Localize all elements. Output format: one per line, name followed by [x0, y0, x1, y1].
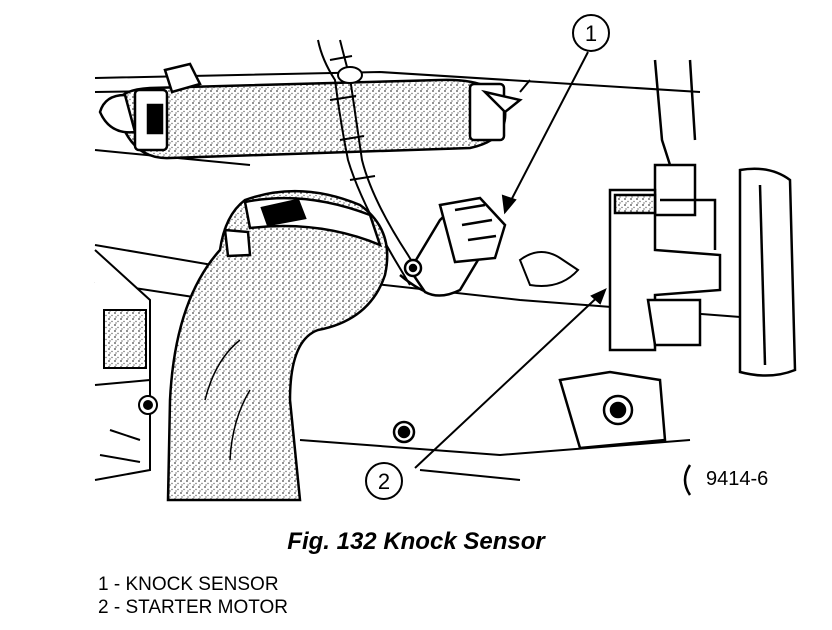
engine-illustration: 1 2 9414-6: [94, 14, 797, 502]
callout-2-number: 2: [378, 469, 390, 494]
knock-sensor: [403, 196, 507, 297]
starter-motor-housing: [392, 59, 797, 496]
callout-legend: 1 - KNOCK SENSOR 2 - STARTER MOTOR: [98, 573, 288, 619]
engine-block-left: [94, 249, 158, 481]
legend-item-knock-sensor: 1 - KNOCK SENSOR: [98, 574, 279, 595]
callout-1: 1: [572, 14, 610, 52]
lower-coolant-hose: [166, 189, 389, 502]
leader-lines: [414, 51, 607, 469]
callout-1-number: 1: [585, 21, 597, 46]
legend-item-starter-motor: 2 - STARTER MOTOR: [98, 597, 289, 618]
figure-caption: Fig. 132 Knock Sensor: [287, 528, 545, 555]
figure-code: 9414-6: [706, 468, 768, 490]
callout-2: 2: [365, 462, 403, 500]
upper-coolant-hose: [98, 62, 523, 160]
